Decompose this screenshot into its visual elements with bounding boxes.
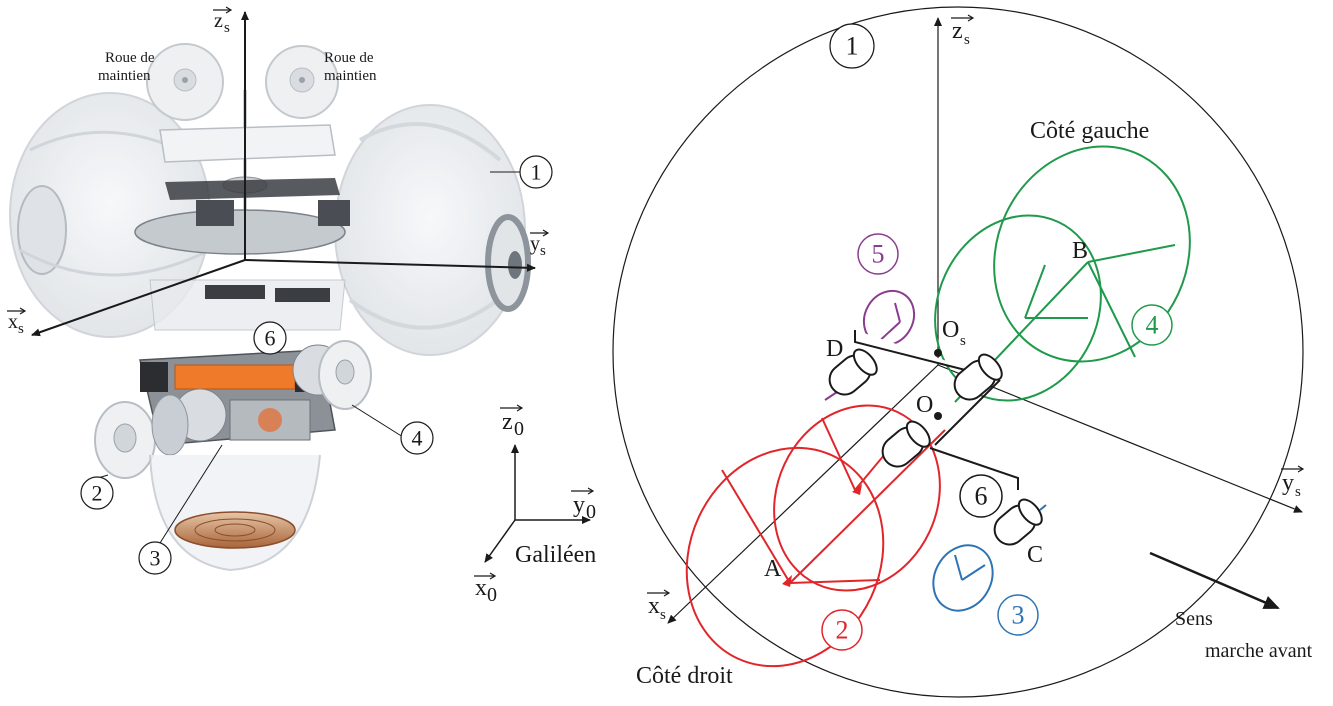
galilean-z-text: z [502, 409, 513, 435]
render-axes [31, 11, 536, 337]
kin-xs-sub: s [660, 607, 666, 623]
left-shell [9, 92, 211, 338]
galilean-frame: z 0 y 0 x 0 Galiléen [474, 404, 596, 606]
roue-right-line2: maintien [324, 68, 377, 84]
point-o-dot [934, 412, 942, 420]
kin-xs-label: x s [647, 589, 671, 623]
galilean-y-sub: 0 [586, 501, 596, 523]
circle-1-label: 1 [829, 23, 875, 69]
point-b-label: B [1072, 238, 1088, 264]
render-zs-sub: s [224, 20, 230, 36]
roue-left-line1: Roue de [105, 50, 155, 66]
roue-right-line1: Roue de [324, 50, 374, 66]
render-axis-xs-label: x s [7, 307, 27, 337]
frame-6-schema [828, 330, 1043, 546]
roue-left-line2: maintien [98, 68, 151, 84]
point-os-dot [934, 349, 942, 357]
callout-2-render: 2 [80, 474, 114, 510]
wheel-2-schema [685, 404, 946, 668]
callout-4-text: 4 [412, 426, 423, 451]
callout-3-text: 3 [150, 546, 161, 571]
kin-ys-text: y [1282, 470, 1294, 496]
kin-zs-sub: s [964, 32, 970, 48]
render-zs-text: z [214, 10, 223, 32]
galilean-z-label: z 0 [500, 404, 524, 440]
render-ys-sub: s [540, 243, 546, 259]
callout-6-text: 6 [265, 326, 276, 351]
cote-gauche-label: Côté gauche [1030, 118, 1149, 144]
render-xs-sub: s [18, 321, 24, 337]
cote-droit-label: Côté droit [636, 663, 733, 689]
sens-line1: Sens [1175, 608, 1213, 630]
exploded-render: z s y s x s Roue de maintien Roue de mai… [7, 6, 553, 575]
galilean-x-label: x 0 [474, 572, 497, 606]
point-os-sub: s [960, 333, 966, 349]
kin-zs-text: z [952, 18, 963, 44]
callout-1-render: 1 [490, 155, 553, 189]
point-a-label: A [764, 556, 782, 582]
part-5-text: 5 [872, 240, 885, 269]
part-2-label: 2 [821, 609, 863, 651]
point-os-label: O [942, 317, 959, 343]
callout-1-text: 1 [531, 160, 542, 185]
point-o-label: O [916, 392, 933, 418]
kin-xs-text: x [648, 593, 660, 619]
callout-4-render: 4 [351, 404, 434, 455]
bottom-dome [149, 454, 321, 572]
part-2-text: 2 [836, 616, 849, 645]
part-4-text: 4 [1146, 311, 1159, 340]
callout-6-render: 6 [253, 321, 287, 355]
callout-3-render: 3 [138, 444, 223, 575]
kin-ys-label: y s [1281, 465, 1305, 500]
galilean-y-label: y 0 [571, 487, 596, 523]
render-axis-ys-label: y s [530, 229, 550, 259]
roue-de-maintien-left [146, 43, 224, 121]
part-4-label: 4 [1131, 304, 1173, 346]
galilean-z-sub: 0 [514, 418, 524, 440]
circle-1-text: 1 [846, 32, 859, 61]
kin-zs-label: z s [951, 14, 975, 48]
galilean-x-sub: 0 [487, 584, 497, 606]
forward-arrow [1149, 551, 1280, 610]
kinematic-axes [667, 17, 1303, 624]
kinematic-schema: 1 z s y s x s Côté gauche Côté droit [612, 6, 1313, 698]
render-axis-zs-label: z s [213, 6, 233, 36]
roller-3-schema [932, 504, 1047, 612]
part-6-label: 6 [959, 474, 1003, 518]
wheel-4-schema [934, 145, 1191, 403]
roue-de-maintien-right [265, 45, 339, 119]
point-d-label: D [826, 336, 843, 362]
wheel-4 [318, 340, 372, 410]
callout-2-text: 2 [92, 481, 103, 506]
sphere-outline [612, 6, 1304, 698]
part-3-label: 3 [997, 594, 1039, 636]
part-6-text: 6 [975, 482, 988, 511]
galilean-x-text: x [475, 575, 487, 601]
kin-ys-sub: s [1295, 484, 1301, 500]
render-xs-text: x [8, 311, 18, 333]
right-shell [334, 104, 531, 356]
point-c-label: C [1027, 542, 1043, 568]
wheel-2 [94, 394, 189, 479]
mechanism-stack [134, 90, 350, 331]
galilean-y-text: y [573, 492, 585, 518]
part-3-text: 3 [1012, 601, 1025, 630]
part-5-label: 5 [857, 233, 899, 275]
sens-line2: marche avant [1205, 640, 1313, 662]
render-ys-text: y [530, 233, 540, 255]
galilean-label: Galiléen [515, 542, 596, 568]
